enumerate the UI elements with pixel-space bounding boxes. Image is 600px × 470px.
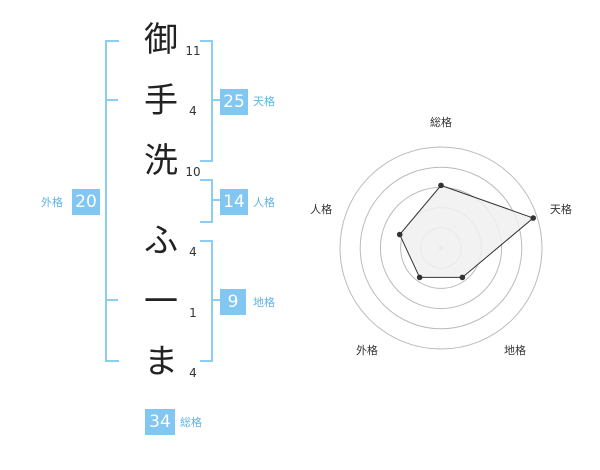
jinkaku-bracket — [200, 179, 213, 223]
name-char-3: 洗 — [144, 141, 178, 181]
jinkaku-value: 14 — [220, 189, 248, 215]
chikaku-label: 地格 — [253, 296, 275, 309]
jinkaku-label: 人格 — [253, 196, 275, 209]
radar-ring — [359, 166, 523, 330]
stroke-count-1: 11 — [185, 44, 201, 58]
radar-polygon — [399, 184, 535, 278]
tenkaku-label: 天格 — [253, 95, 275, 108]
chikaku-value: 9 — [220, 289, 246, 315]
radar-axis-label: 地格 — [504, 343, 526, 357]
radar-point — [396, 231, 403, 238]
soukaku-label: 総格 — [180, 416, 202, 429]
tenkaku-bracket — [200, 40, 213, 162]
soukaku-value: 34 — [145, 409, 175, 435]
stroke-count-5: 1 — [189, 306, 197, 320]
radar-point — [438, 182, 444, 189]
radar-axis-label: 天格 — [550, 202, 572, 216]
tenkaku-connector — [211, 99, 222, 101]
stroke-count-2: 4 — [189, 104, 197, 118]
name-char-5: 一 — [144, 282, 178, 322]
radar-point — [459, 274, 466, 281]
radar-axis-label: 総格 — [430, 115, 452, 129]
gaikaku-tick — [105, 99, 118, 101]
radar-point — [530, 215, 537, 221]
radar-axis-label: 外格 — [356, 343, 378, 357]
stroke-count-6: 4 — [189, 366, 197, 380]
gaikaku-value: 20 — [72, 189, 100, 215]
name-char-2: 手 — [144, 81, 178, 121]
gaikaku-bracket — [105, 40, 119, 362]
radar-point — [416, 274, 423, 281]
name-char-1: 御 — [144, 20, 178, 60]
gaikaku-label: 外格 — [41, 196, 63, 209]
radar-ring — [339, 146, 543, 350]
name-char-4: ふ — [144, 221, 178, 261]
jinkaku-connector — [211, 199, 222, 201]
name-char-6: ま — [144, 342, 178, 382]
tenkaku-value: 25 — [220, 89, 248, 115]
stroke-count-3: 10 — [185, 165, 201, 179]
chikaku-connector — [211, 299, 222, 301]
chikaku-bracket — [200, 240, 213, 362]
radar-axis-label: 人格 — [310, 202, 332, 216]
gaikaku-tick — [105, 299, 118, 301]
stroke-count-4: 4 — [189, 245, 197, 259]
